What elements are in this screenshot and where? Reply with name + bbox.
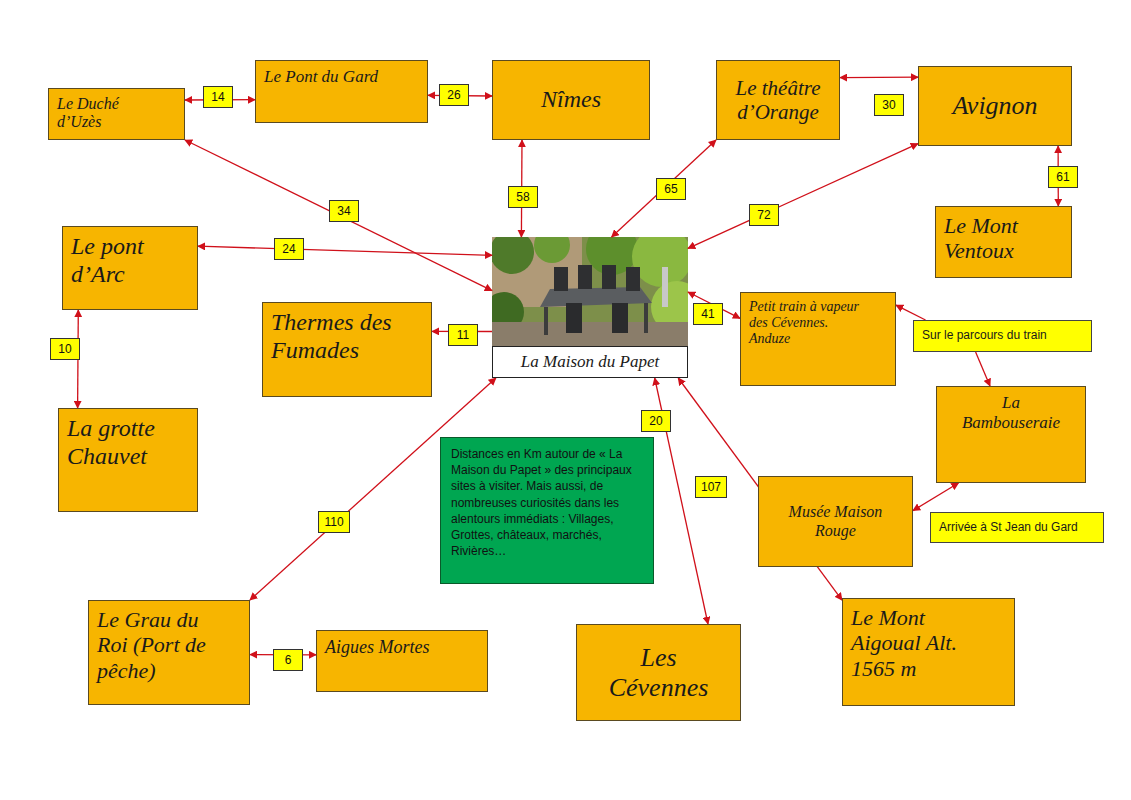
chair — [626, 267, 640, 291]
chair — [612, 303, 628, 333]
node-text: Nîmes — [541, 86, 601, 114]
node-text: Distances en Km autour de « La Maison du… — [451, 446, 643, 559]
node-text: Petit train à vapeur des Cévennes. Anduz… — [749, 299, 869, 347]
table-leg — [644, 303, 648, 333]
chair — [554, 267, 568, 291]
terrace-photo — [492, 237, 688, 346]
site-box: Le Duché d’Uzès — [48, 88, 185, 140]
site-box: Avignon — [918, 66, 1072, 146]
distance-label: 34 — [329, 200, 359, 222]
distance-label: 10 — [50, 338, 80, 360]
site-box: Musée Maison Rouge — [758, 476, 913, 567]
distance-label: 41 — [693, 303, 723, 325]
note-tag: Sur le parcours du train — [913, 320, 1092, 352]
node-text: Le Pont du Gard — [264, 67, 378, 87]
foliage — [632, 237, 688, 287]
node-text: Le Mont Ventoux — [944, 213, 1054, 264]
terrace-floor — [492, 322, 688, 346]
distance-label: 14 — [203, 86, 233, 108]
railing — [662, 267, 668, 307]
node-text: Le Duché d’Uzès — [57, 95, 137, 132]
distance-label: 58 — [508, 186, 538, 208]
foliage — [492, 237, 534, 274]
note-tag: Arrivée à St Jean du Gard — [930, 512, 1104, 543]
site-box: Petit train à vapeur des Cévennes. Anduz… — [740, 292, 896, 386]
node-text: Le théâtre d’Orange — [725, 76, 831, 124]
site-box: Le Mont Aigoual Alt. 1565 m — [842, 598, 1015, 706]
photo-node: La Maison du Papet — [492, 237, 688, 378]
distance-arrow — [896, 305, 926, 320]
distance-label: 65 — [656, 178, 686, 200]
photo-caption: La Maison du Papet — [492, 346, 688, 378]
node-text: La grotte Chauvet — [67, 415, 187, 470]
note-box: Distances en Km autour de « La Maison du… — [440, 437, 654, 584]
distance-arrow — [913, 483, 959, 511]
node-text: La Bambouseraie — [956, 393, 1066, 432]
distance-label: 24 — [274, 238, 304, 260]
chair — [566, 303, 582, 333]
node-text: Les Cévennes — [604, 643, 714, 703]
distance-arrow — [198, 246, 492, 255]
node-text: Le Grau du Roi (Port de pêche) — [97, 607, 222, 683]
distance-label: 107 — [695, 476, 727, 498]
distance-label: 30 — [874, 94, 904, 116]
site-box: Les Cévennes — [576, 624, 741, 721]
chair — [602, 265, 616, 289]
site-box: Nîmes — [492, 60, 650, 140]
distance-label: 20 — [641, 410, 671, 432]
distance-label: 61 — [1048, 166, 1078, 188]
distance-label: 26 — [439, 84, 469, 106]
distance-arrow — [612, 140, 716, 237]
site-box: Thermes des Fumades — [262, 302, 432, 397]
distance-arrow — [840, 77, 918, 79]
chair — [578, 265, 592, 289]
node-text: Le pont d’Arc — [71, 233, 171, 288]
node-text: Aigues Mortes — [325, 637, 429, 658]
site-box: Aigues Mortes — [316, 630, 488, 692]
site-box: Le théâtre d’Orange — [716, 60, 840, 140]
site-box: Le pont d’Arc — [62, 226, 198, 310]
node-text: Arrivée à St Jean du Gard — [939, 521, 1078, 535]
distance-arrow — [185, 140, 492, 291]
node-text: Le Mont Aigoual Alt. 1565 m — [851, 605, 981, 681]
distance-label: 6 — [273, 649, 303, 671]
distance-label: 11 — [448, 324, 478, 346]
distance-label: 110 — [318, 511, 349, 533]
table-leg — [544, 307, 548, 335]
site-box: La grotte Chauvet — [58, 408, 198, 512]
distance-label: 72 — [749, 204, 779, 226]
distance-arrow — [976, 352, 990, 386]
distance-arrow — [688, 144, 918, 249]
node-text: Musée Maison Rouge — [783, 503, 888, 540]
site-box: Le Pont du Gard — [255, 60, 428, 123]
site-box: Le Grau du Roi (Port de pêche) — [88, 600, 250, 705]
node-text: Avignon — [952, 91, 1037, 121]
node-text: Sur le parcours du train — [922, 329, 1047, 343]
site-box: Le Mont Ventoux — [935, 206, 1072, 278]
foliage — [534, 237, 570, 263]
node-text: Thermes des Fumades — [271, 309, 421, 364]
site-box: La Bambouseraie — [936, 386, 1086, 483]
